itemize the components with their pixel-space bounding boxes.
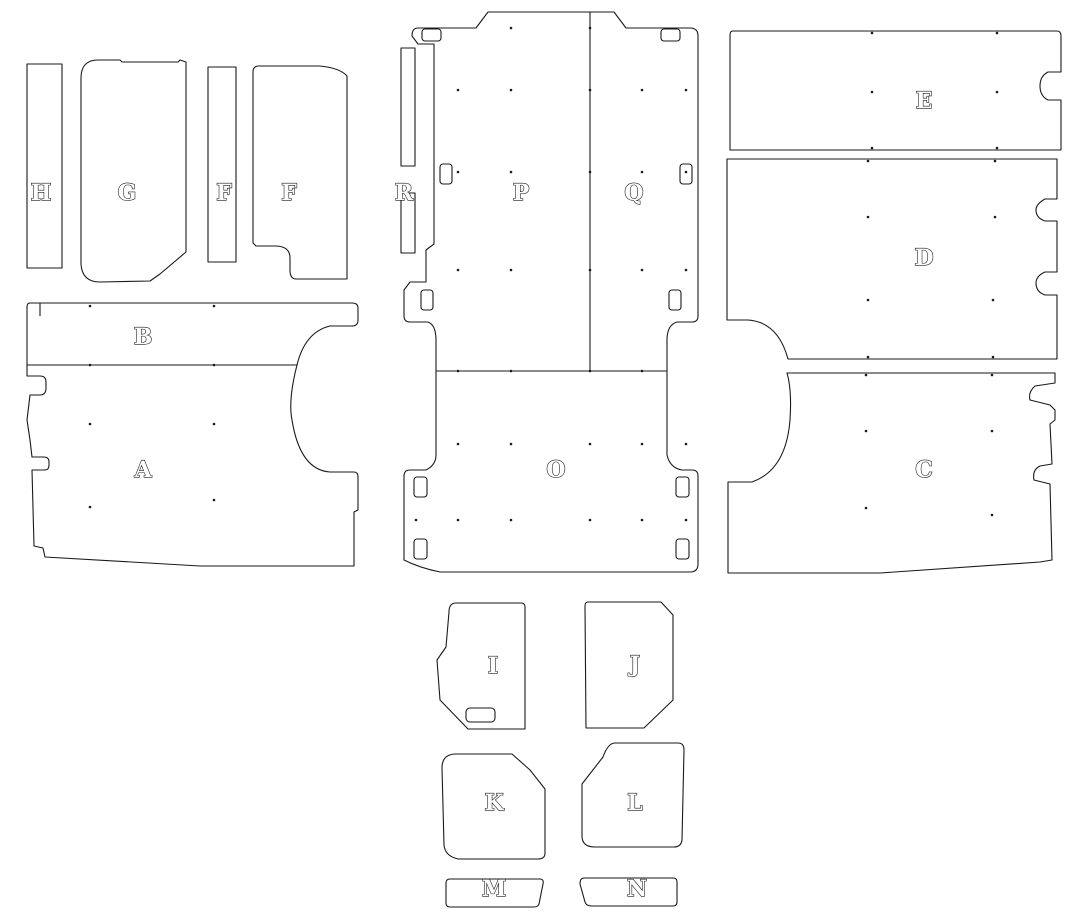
fastener-hole [456, 170, 460, 174]
fastener-hole [588, 88, 592, 92]
fastener-hole [991, 355, 995, 359]
fastener-hole [212, 422, 216, 426]
fastener-hole [588, 518, 592, 522]
fastener-hole [640, 518, 644, 522]
fastener-hole [212, 363, 216, 367]
piece-b: B [26, 302, 359, 366]
fastener-hole [88, 363, 92, 367]
piece-label-a: A [133, 457, 152, 483]
fastener-hole [588, 268, 592, 272]
fastener-hole [456, 369, 460, 373]
piece-label-g: G [118, 180, 137, 206]
fastener-hole [509, 88, 513, 92]
fastener-hole [995, 146, 999, 150]
fastener-hole [870, 146, 874, 150]
fastener-hole [684, 442, 688, 446]
fastener-hole [684, 88, 688, 92]
fastener-hole [588, 26, 592, 30]
fastener-hole [88, 505, 92, 509]
fastener-hole [684, 170, 688, 174]
fastener-hole [456, 268, 460, 272]
fastener-hole [866, 298, 870, 302]
fastener-hole [995, 31, 999, 35]
piece-label-f-strip: F [216, 180, 232, 206]
piece-label-f: F [281, 180, 297, 206]
fastener-hole [509, 170, 513, 174]
fastener-hole [870, 90, 874, 94]
fastener-hole [684, 268, 688, 272]
fastener-hole [991, 298, 995, 302]
piece-j: J [584, 601, 674, 729]
piece-m: M [445, 875, 544, 908]
fastener-hole [509, 518, 513, 522]
piece-e: E [729, 30, 1062, 151]
piece-h: H [26, 63, 63, 269]
fastener-hole [588, 442, 592, 446]
piece-k: K [441, 753, 546, 860]
fastener-hole [866, 355, 870, 359]
fastener-hole [509, 26, 513, 30]
fastener-hole [640, 268, 644, 272]
fastener-hole [640, 442, 644, 446]
fastener-hole [870, 31, 874, 35]
fastener-hole [88, 304, 92, 308]
fastener-hole [993, 159, 997, 163]
piece-f-strip: F [207, 66, 237, 263]
piece-label-b: B [134, 324, 153, 350]
piece-i: I [436, 602, 526, 730]
fastener-hole [88, 422, 92, 426]
piece-label-j: J [628, 652, 640, 678]
piece-g: G [80, 59, 187, 283]
fastener-hole [993, 215, 997, 219]
fastener-hole [640, 170, 644, 174]
fastener-hole [640, 88, 644, 92]
piece-label-n: N [627, 876, 647, 902]
fastener-hole [212, 498, 216, 502]
fastener-hole [456, 518, 460, 522]
piece-p-q: P Q [403, 11, 699, 372]
piece-label-m: M [482, 876, 506, 902]
fastener-hole [509, 442, 513, 446]
piece-label-h: H [31, 180, 52, 206]
piece-label-r: R [395, 180, 414, 206]
piece-r: R [394, 47, 416, 254]
fastener-hole [990, 429, 994, 433]
fastener-hole [684, 518, 688, 522]
fastener-hole [640, 369, 644, 373]
piece-c: C [727, 372, 1056, 574]
piece-label-c: C [915, 457, 933, 483]
fastener-holes [88, 26, 999, 522]
fastener-hole [588, 369, 592, 373]
fastener-hole [414, 518, 418, 522]
piece-label-k: K [484, 790, 504, 816]
fastener-hole [866, 215, 870, 219]
fastener-hole [456, 442, 460, 446]
piece-d: D [726, 158, 1058, 360]
fastener-hole [990, 513, 994, 517]
fastener-hole [509, 369, 513, 373]
fastener-hole [990, 373, 994, 377]
piece-label-p: P [513, 180, 530, 206]
piece-a: A [26, 364, 359, 567]
piece-f: F [252, 65, 348, 280]
piece-label-d: D [914, 245, 933, 271]
fastener-hole [212, 304, 216, 308]
piece-label-q: Q [624, 180, 643, 206]
fastener-hole [866, 159, 870, 163]
piece-label-l: L [627, 790, 642, 816]
piece-l: L [581, 742, 685, 848]
piece-label-o: O [546, 457, 565, 483]
fastener-hole [456, 88, 460, 92]
fastener-hole [864, 373, 868, 377]
piece-label-e: E [916, 88, 933, 114]
piece-o: O [403, 370, 699, 573]
fastener-hole [509, 268, 513, 272]
piece-label-i: I [488, 653, 498, 679]
fastener-hole [864, 429, 868, 433]
fastener-hole [995, 90, 999, 94]
fastener-hole [588, 170, 592, 174]
fastener-hole [864, 506, 868, 510]
piece-n: N [579, 875, 678, 907]
